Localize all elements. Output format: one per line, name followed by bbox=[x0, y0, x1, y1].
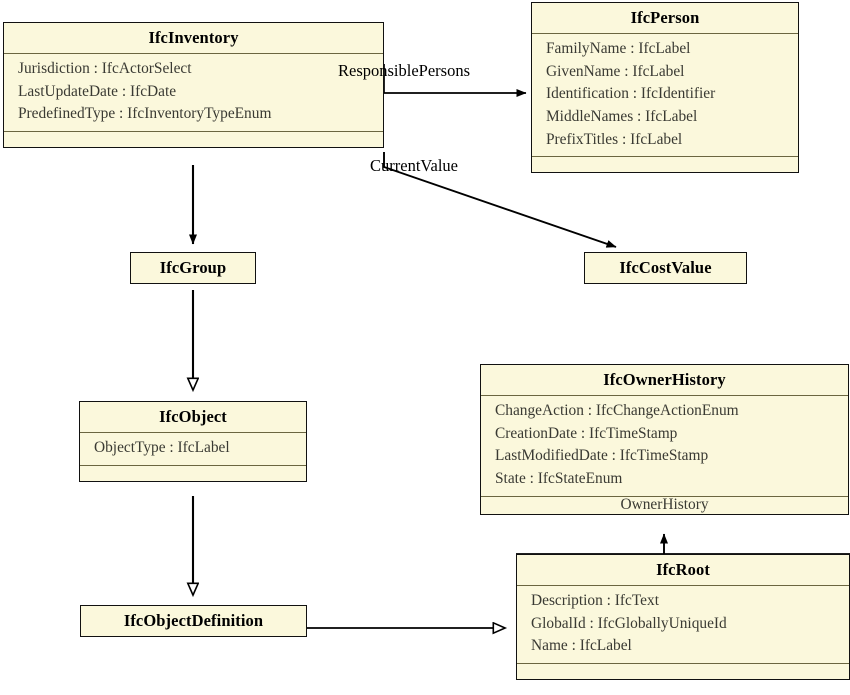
class-title-ifcobject: IfcObject bbox=[159, 407, 227, 426]
attribute-row: GlobalId : IfcGloballyUniqueId bbox=[531, 614, 727, 632]
class-operations-ifcperson bbox=[532, 156, 798, 172]
class-box-ifcgroup[interactable]: IfcGroup bbox=[130, 252, 256, 284]
attribute-row: ChangeAction : IfcChangeActionEnum bbox=[495, 402, 739, 419]
class-attributes-ifcperson: FamilyName : IfcLabel GivenName : IfcLab… bbox=[532, 33, 798, 156]
class-attributes-ifcobject: ObjectType : IfcLabel bbox=[80, 432, 306, 465]
class-title-ifcinventory: IfcInventory bbox=[148, 28, 239, 47]
attribute-row: ObjectType : IfcLabel bbox=[94, 439, 230, 456]
class-attributes-ifcinventory: Jurisdiction : IfcActorSelect LastUpdate… bbox=[4, 53, 383, 131]
attribute-row: LastModifiedDate : IfcTimeStamp bbox=[495, 447, 709, 465]
edge-label-responsiblepersons: ResponsiblePersons bbox=[338, 61, 470, 80]
class-attributes-ifcroot: Description : IfcText GlobalId : IfcGlob… bbox=[517, 585, 849, 663]
attribute-row: Description : IfcText bbox=[531, 592, 659, 609]
class-title-ifcroot: IfcRoot bbox=[656, 560, 710, 579]
class-title-ifcperson: IfcPerson bbox=[630, 8, 700, 27]
attribute-row: PredefinedType : IfcInventoryTypeEnum bbox=[18, 105, 272, 123]
attribute-row: State : IfcStateEnum bbox=[495, 469, 623, 487]
edge-root-ownerhistory[interactable] bbox=[516, 533, 850, 555]
class-title-ifcownerhistory: IfcOwnerHistory bbox=[603, 370, 726, 389]
class-box-ifccostvalue[interactable]: IfcCostValue bbox=[584, 252, 747, 284]
class-box-ifcinventory[interactable]: IfcInventory Jurisdiction : IfcActorSele… bbox=[3, 22, 384, 148]
attribute-row: PrefixTitles : IfcLabel bbox=[546, 130, 683, 148]
class-box-ifcownerhistory[interactable]: IfcOwnerHistory ChangeAction : IfcChange… bbox=[480, 364, 849, 515]
class-operations-ifcownerhistory: OwnerHistory bbox=[481, 495, 848, 514]
class-title-ifcgroup: IfcGroup bbox=[159, 258, 227, 277]
attribute-row: FamilyName : IfcLabel bbox=[546, 40, 691, 57]
class-box-ifcobject[interactable]: IfcObject ObjectType : IfcLabel bbox=[79, 401, 307, 482]
class-title-ifcobjectdefinition: IfcObjectDefinition bbox=[123, 611, 264, 630]
class-attributes-ifcownerhistory: ChangeAction : IfcChangeActionEnum Creat… bbox=[481, 395, 848, 496]
class-box-ifcperson[interactable]: IfcPerson FamilyName : IfcLabel GivenNam… bbox=[531, 2, 799, 174]
attribute-row: Name : IfcLabel bbox=[531, 637, 632, 655]
edge-label-currentvalue: CurrentValue bbox=[370, 156, 458, 175]
attribute-row: GivenName : IfcLabel bbox=[546, 62, 685, 80]
class-operations-ifcroot bbox=[517, 662, 849, 679]
attribute-row: MiddleNames : IfcLabel bbox=[546, 107, 698, 125]
attribute-row: Jurisdiction : IfcActorSelect bbox=[18, 60, 192, 77]
attribute-row: LastUpdateDate : IfcDate bbox=[18, 82, 177, 100]
class-operations-ifcobject bbox=[80, 464, 306, 481]
class-title-ifccostvalue: IfcCostValue bbox=[619, 258, 712, 277]
class-operations-ifcinventory bbox=[4, 130, 383, 147]
attribute-row: CreationDate : IfcTimeStamp bbox=[495, 424, 678, 442]
class-box-ifcroot[interactable]: IfcRoot Description : IfcText GlobalId :… bbox=[516, 554, 850, 680]
attribute-row: Identification : IfcIdentifier bbox=[546, 85, 716, 103]
class-box-ifcobjectdefinition[interactable]: IfcObjectDefinition bbox=[80, 605, 307, 637]
